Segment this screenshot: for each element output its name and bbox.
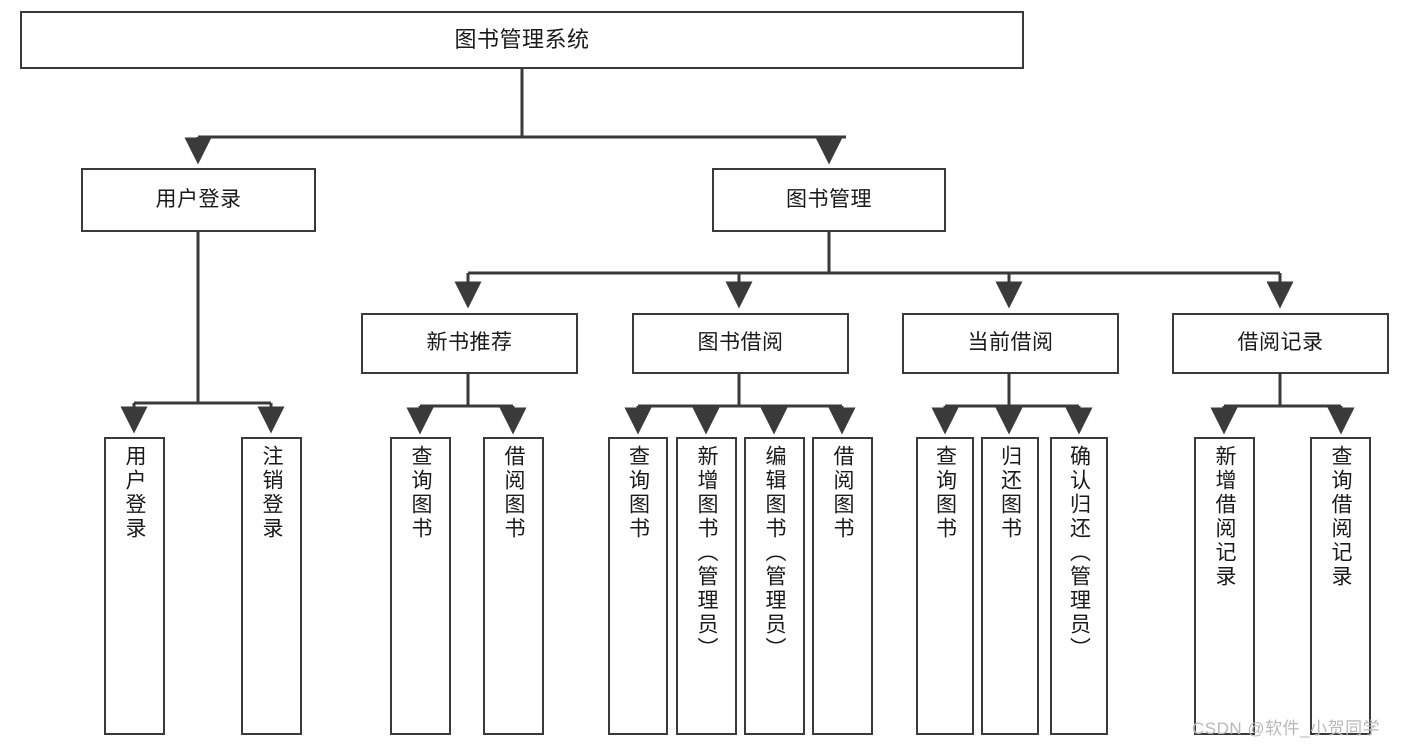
node-new-book-rec-label: 新书推荐 xyxy=(426,331,513,355)
node-leaf-edit-book[interactable]: 编辑图书（管理员） xyxy=(744,437,805,735)
node-leaf-query-book-2[interactable]: 查询图书 xyxy=(608,437,668,735)
node-leaf-add-record[interactable]: 新增借阅记录 xyxy=(1194,437,1255,735)
node-leaf-add-book[interactable]: 新增图书（管理员） xyxy=(676,437,737,735)
node-user-login[interactable]: 用户登录 xyxy=(81,168,316,232)
node-current-borrow[interactable]: 当前借阅 xyxy=(902,313,1119,374)
node-leaf-query-book-1[interactable]: 查询图书 xyxy=(390,437,451,735)
node-leaf-add-record-label: 新增借阅记录 xyxy=(1213,445,1236,589)
node-root-label: 图书管理系统 xyxy=(454,27,590,53)
node-book-manage-label: 图书管理 xyxy=(786,187,872,211)
node-book-borrow-label: 图书借阅 xyxy=(697,331,784,355)
node-leaf-borrow-book-1-label: 借阅图书 xyxy=(502,445,525,541)
node-borrow-record[interactable]: 借阅记录 xyxy=(1172,313,1389,374)
node-leaf-query-book-1-label: 查询图书 xyxy=(409,445,432,541)
node-user-login-label: 用户登录 xyxy=(155,187,242,211)
node-leaf-return-book[interactable]: 归还图书 xyxy=(981,437,1039,735)
node-leaf-borrow-book-2[interactable]: 借阅图书 xyxy=(812,437,873,735)
node-borrow-record-label: 借阅记录 xyxy=(1237,331,1324,355)
node-root[interactable]: 图书管理系统 xyxy=(20,11,1024,69)
node-new-book-rec[interactable]: 新书推荐 xyxy=(361,313,578,374)
node-leaf-user-login-label: 用户登录 xyxy=(123,445,146,541)
node-leaf-add-book-label: 新增图书（管理员） xyxy=(695,445,718,661)
node-book-manage[interactable]: 图书管理 xyxy=(712,168,946,232)
node-leaf-borrow-book-1[interactable]: 借阅图书 xyxy=(483,437,544,735)
node-leaf-logout-label: 注销登录 xyxy=(260,445,283,541)
node-leaf-query-book-3-label: 查询图书 xyxy=(933,445,957,541)
node-leaf-query-book-3[interactable]: 查询图书 xyxy=(916,437,974,735)
node-leaf-confirm-return[interactable]: 确认归还（管理员） xyxy=(1050,437,1108,735)
node-leaf-logout[interactable]: 注销登录 xyxy=(241,437,302,735)
node-leaf-query-book-2-label: 查询图书 xyxy=(626,445,650,541)
node-leaf-confirm-return-label: 确认归还（管理员） xyxy=(1067,445,1091,661)
node-book-borrow[interactable]: 图书借阅 xyxy=(632,313,849,374)
node-leaf-borrow-book-2-label: 借阅图书 xyxy=(831,445,854,541)
node-leaf-query-record[interactable]: 查询借阅记录 xyxy=(1310,437,1371,735)
watermark: CSDN @软件_小贺同学 xyxy=(1192,719,1381,738)
node-leaf-query-record-label: 查询借阅记录 xyxy=(1329,445,1352,589)
node-leaf-user-login[interactable]: 用户登录 xyxy=(104,437,165,735)
node-leaf-edit-book-label: 编辑图书（管理员） xyxy=(763,445,786,661)
node-leaf-return-book-label: 归还图书 xyxy=(998,445,1022,541)
node-current-borrow-label: 当前借阅 xyxy=(967,331,1054,355)
